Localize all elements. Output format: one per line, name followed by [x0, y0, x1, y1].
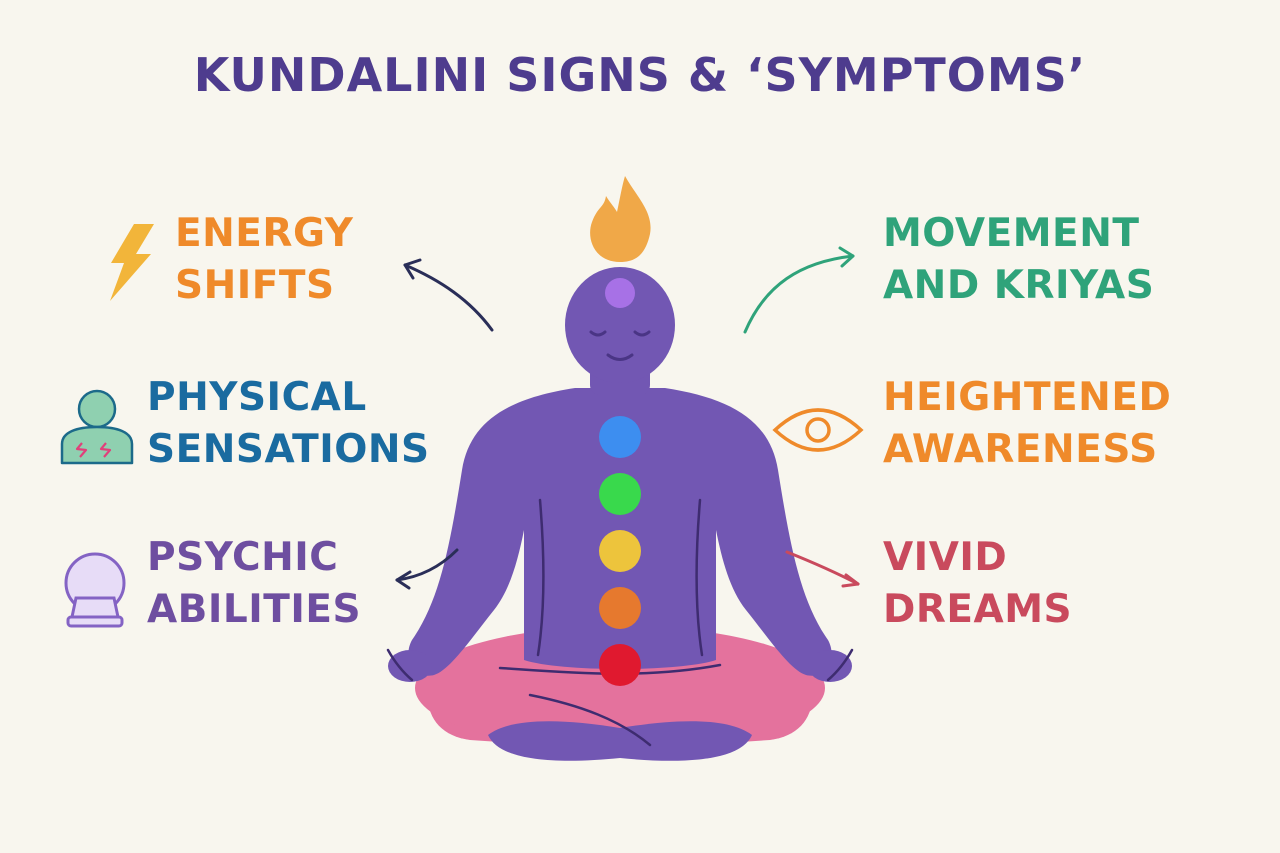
page-title: KUNDALINI SIGNS & ‘SYMPTOMS’ [193, 48, 1087, 102]
movement-kriyas-arrow [743, 246, 855, 334]
vivid-dreams-arrow [785, 550, 860, 588]
throat-chakra [599, 416, 641, 458]
eye-icon [772, 408, 864, 452]
sacral-chakra [599, 587, 641, 629]
energy-shifts-arrow [403, 258, 494, 332]
chakra-column [599, 278, 641, 686]
psychic-abilities-arrow [395, 548, 459, 590]
heart-chakra [599, 473, 641, 515]
lightning-icon [110, 224, 154, 301]
solar-plexus-chakra [599, 530, 641, 572]
root-chakra [599, 644, 641, 686]
flame-icon [590, 176, 651, 262]
crown-chakra [605, 278, 635, 308]
feet [488, 721, 752, 761]
body-sensation-icon [60, 389, 134, 465]
crystal-ball-icon [64, 552, 126, 628]
serene-face [589, 330, 651, 361]
